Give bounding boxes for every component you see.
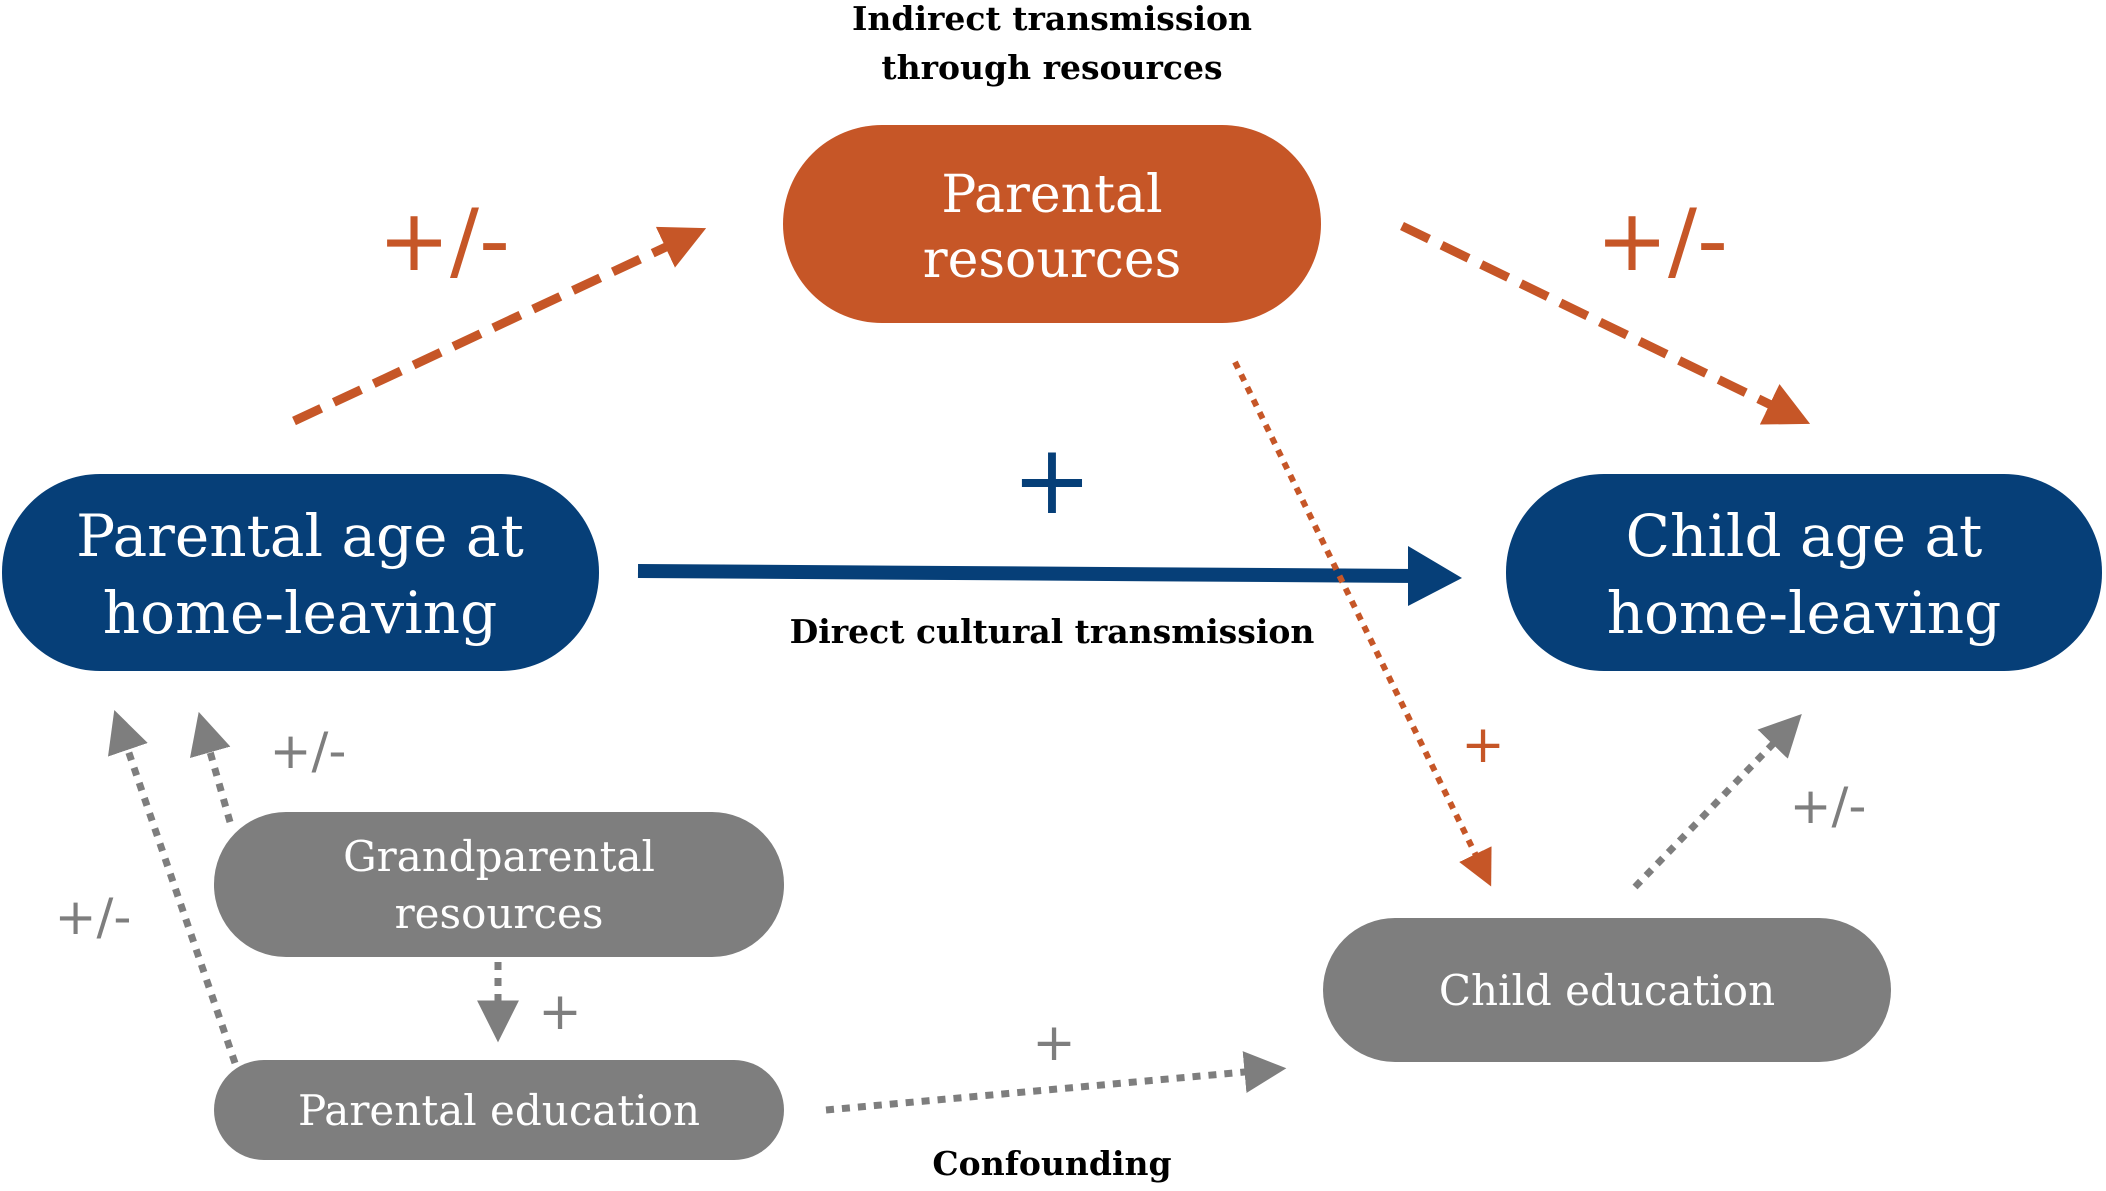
sign-parental-edu-to-child-edu: + [1032, 1013, 1076, 1073]
node-child-age-line1: Child age at [1626, 502, 1983, 570]
arrow-age-to-resources [292, 226, 707, 426]
sign-parental-edu-to-parental-age: +/- [55, 888, 132, 946]
arrow-grand-to-parental-age [189, 711, 234, 823]
arrow-direct-head [1408, 546, 1462, 606]
node-parental-education-label: Parental education [298, 1086, 700, 1135]
node-parental-resources-line1: Parental [941, 165, 1162, 225]
caption-indirect-line2: through resources [881, 48, 1222, 87]
node-parental-resources: Parental resources [783, 125, 1321, 323]
sign-direct: + [1012, 424, 1092, 536]
arrow-parental-edu-to-child-edu [825, 1051, 1287, 1114]
node-parental-age-line2: home-leaving [103, 579, 497, 647]
arrow-parental-edu-to-parental-age [108, 710, 239, 1065]
node-child-education-label: Child education [1439, 966, 1775, 1015]
node-grandparental-resources-line1: Grandparental [343, 832, 655, 881]
node-parental-age-line1: Parental age at [76, 502, 524, 570]
sign-age-to-resources: +/- [378, 191, 510, 291]
sign-grand-to-parental-edu: + [538, 982, 582, 1042]
node-grandparental-resources-line2: resources [395, 889, 604, 938]
node-grandparental-resources: Grandparental resources [214, 812, 784, 957]
sign-resources-to-child-edu: + [1461, 715, 1505, 775]
node-child-education: Child education [1323, 918, 1891, 1062]
caption-direct: Direct cultural transmission [790, 612, 1315, 651]
arrow-direct-transmission [637, 564, 1421, 583]
arrow-resources-to-child-edu [1232, 360, 1492, 887]
node-parental-education: Parental education [214, 1060, 784, 1160]
sign-child-edu-to-child-age: +/- [1790, 777, 1867, 835]
sign-resources-to-child-age: +/- [1596, 191, 1728, 291]
node-parental-resources-line2: resources [923, 230, 1182, 290]
arrow-child-edu-to-child-age [1632, 713, 1802, 890]
node-child-age: Child age at home-leaving [1506, 474, 2102, 671]
caption-indirect-line1: Indirect transmission [852, 0, 1252, 38]
node-parental-age: Parental age at home-leaving [2, 474, 599, 671]
sign-grand-to-parental-age: +/- [270, 722, 347, 780]
arrow-resources-to-child-age [1400, 221, 1811, 425]
caption-confounding: Confounding [932, 1144, 1171, 1183]
node-child-age-line2: home-leaving [1607, 579, 2001, 647]
